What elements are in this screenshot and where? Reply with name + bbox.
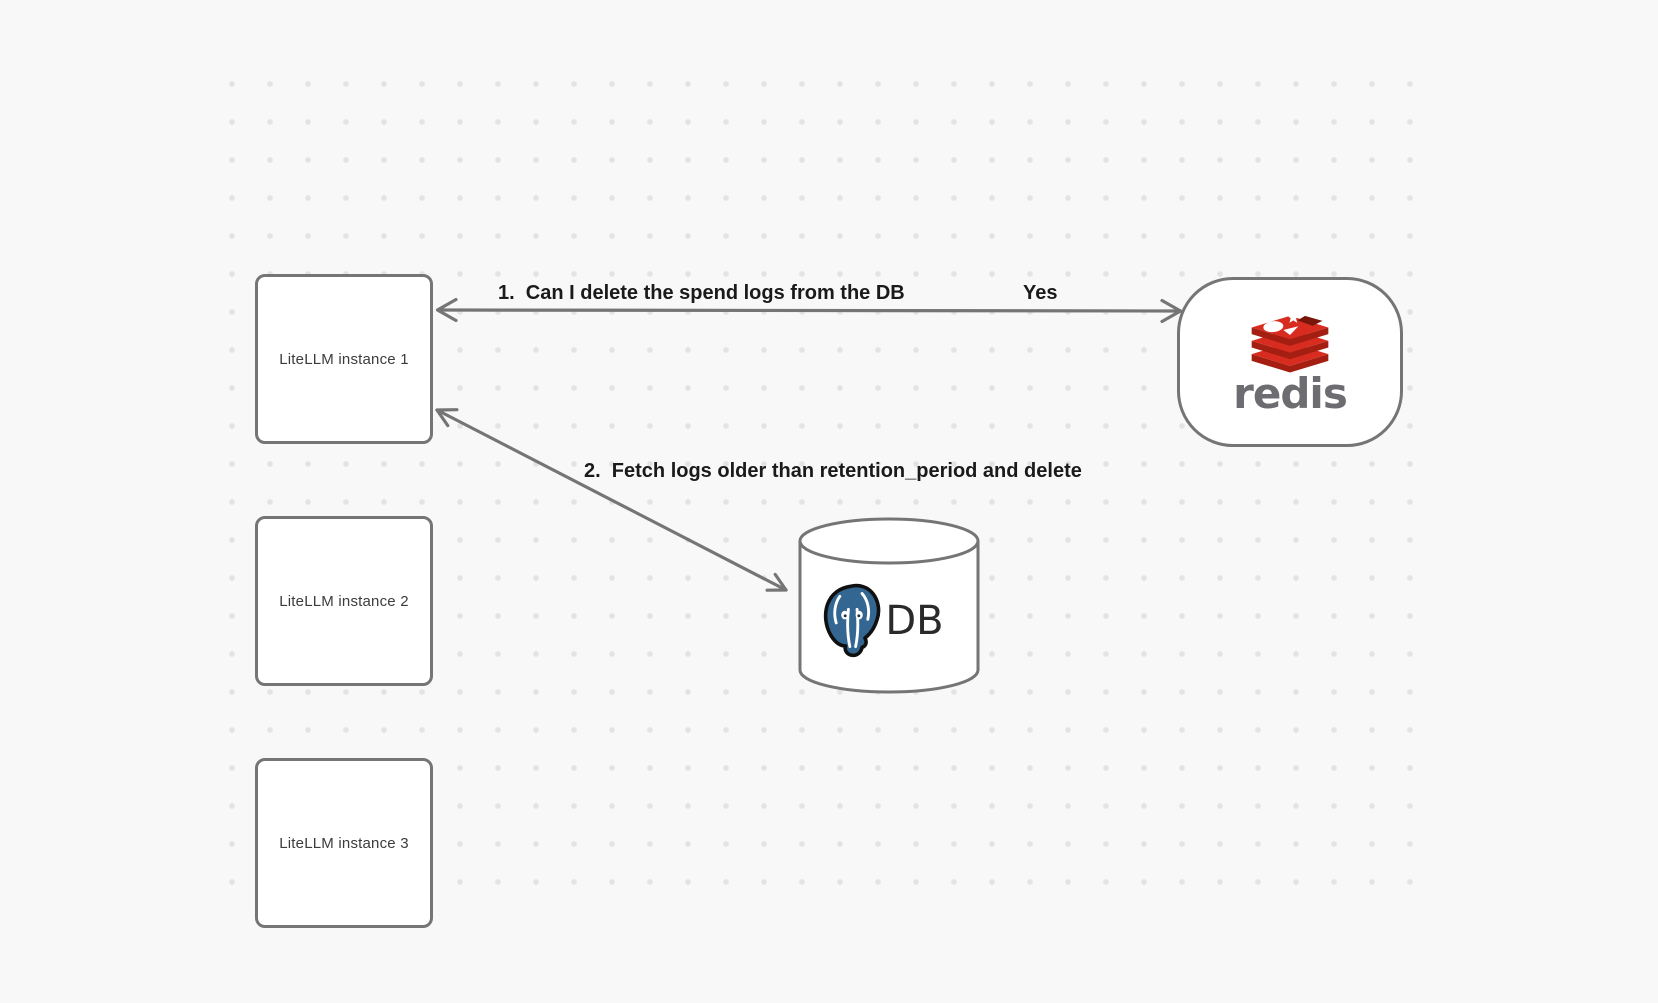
litellm-instance-1-node[interactable]: LiteLLM instance 1 bbox=[255, 274, 433, 444]
litellm-instance-3-label: LiteLLM instance 3 bbox=[279, 834, 409, 852]
litellm-instance-2-node[interactable]: LiteLLM instance 2 bbox=[255, 516, 433, 686]
edge1-answer-label[interactable]: Yes bbox=[1023, 282, 1058, 304]
redis-node[interactable]: redis bbox=[1177, 277, 1403, 447]
redis-logo-icon bbox=[1251, 310, 1329, 373]
litellm-instance-2-label: LiteLLM instance 2 bbox=[279, 592, 409, 610]
db-label: DB bbox=[885, 598, 944, 644]
litellm-instance-1-label: LiteLLM instance 1 bbox=[279, 350, 409, 368]
postgresql-elephant-icon bbox=[824, 583, 881, 657]
redis-wordmark: redis bbox=[1233, 369, 1348, 418]
db-node-content[interactable]: DB bbox=[791, 572, 969, 670]
edge1-label[interactable]: 1. Can I delete the spend logs from the … bbox=[498, 282, 905, 304]
litellm-instance-3-node[interactable]: LiteLLM instance 3 bbox=[255, 758, 433, 928]
edge2-label[interactable]: 2. Fetch logs older than retention_perio… bbox=[584, 460, 1082, 482]
